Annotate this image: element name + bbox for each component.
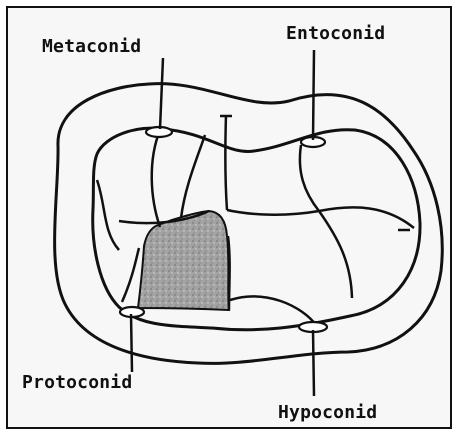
label-protoconid: Protoconid bbox=[22, 372, 132, 393]
outer-tooth-outline bbox=[55, 84, 443, 364]
label-metaconid: Metaconid bbox=[42, 36, 141, 57]
label-entoconid: Entoconid bbox=[286, 23, 385, 44]
shaded-trigonid-basin bbox=[138, 211, 229, 310]
label-hypoconid: Hypoconid bbox=[278, 402, 377, 423]
